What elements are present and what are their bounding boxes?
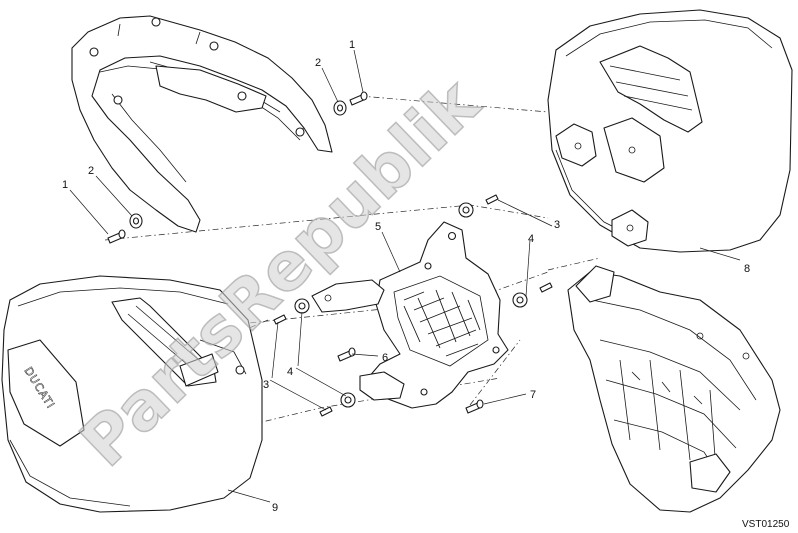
callout-4-right: 4	[528, 233, 534, 245]
screw-3-top	[485, 194, 499, 205]
screw-3-bottom	[319, 406, 333, 417]
callout-2-upper: 2	[315, 57, 321, 69]
drawing-code: VST01250	[742, 519, 790, 530]
callout-1-left: 1	[62, 179, 68, 191]
grommet-4-bottom	[340, 392, 356, 408]
bolt-6	[337, 347, 356, 362]
callout-9: 9	[272, 502, 278, 514]
bolt-7	[465, 399, 484, 414]
side-case-left: DUCATI	[1, 275, 263, 513]
grommet-4-mid	[512, 292, 528, 308]
callout-6: 6	[382, 352, 388, 364]
leader-lines	[69, 49, 741, 503]
screw-3-left	[273, 314, 287, 325]
washer-2-upper	[333, 100, 347, 116]
callout-5: 5	[375, 221, 381, 233]
callout-2-left: 2	[88, 165, 94, 177]
callout-1-upper: 1	[349, 39, 355, 51]
side-case-right	[547, 9, 793, 253]
mounting-bracket	[311, 221, 509, 409]
bolt-1-left	[107, 229, 126, 244]
rear-subframe	[567, 265, 781, 513]
rear-tail-frame	[71, 15, 333, 233]
callout-7: 7	[530, 389, 536, 401]
grommet-4-left	[294, 298, 310, 314]
callout-labels: 1 2 1 2 5 3 4 8 6 3 4 7 9	[62, 39, 750, 514]
washer-2-left	[129, 213, 143, 229]
screw-3-right	[539, 282, 553, 293]
bolt-1-upper	[349, 91, 368, 106]
callout-8: 8	[744, 263, 750, 275]
callout-3-right: 3	[554, 219, 560, 231]
callout-3-left: 3	[263, 379, 269, 391]
callout-4-left: 4	[287, 366, 293, 378]
grommet-4-top	[458, 202, 474, 218]
